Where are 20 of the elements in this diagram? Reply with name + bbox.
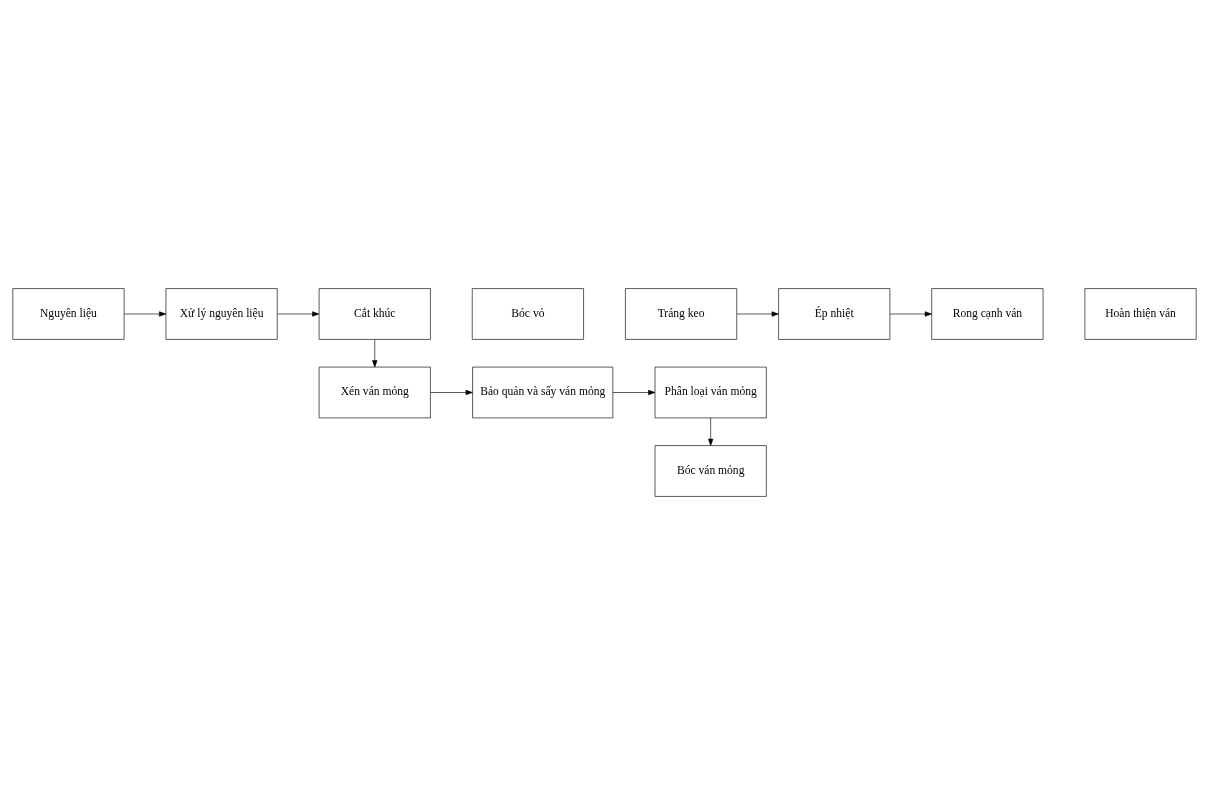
- arrow: [124, 311, 167, 317]
- node-box: Tráng keo: [625, 288, 738, 340]
- node-box: Xử lý nguyên liệu: [165, 288, 278, 340]
- node-box: Bảo quản và sấy ván mỏng: [472, 366, 614, 419]
- node-box: Hoàn thiện ván: [1084, 288, 1197, 340]
- node-box: Rong cạnh ván: [931, 288, 1044, 340]
- arrow: [708, 417, 714, 446]
- node-box: Ép nhiệt: [778, 288, 891, 340]
- arrow: [277, 311, 320, 317]
- node-box: Bóc ván mỏng: [654, 445, 767, 497]
- node-box: Xén ván mỏng: [318, 366, 431, 419]
- arrow: [612, 389, 656, 396]
- node-box: Cắt khúc: [318, 288, 431, 340]
- node-box: Bóc vỏ: [471, 288, 584, 340]
- arrow: [430, 389, 473, 396]
- node-box: Phân loại ván mỏng: [654, 366, 767, 419]
- node-box: Nguyên liệu: [12, 288, 125, 340]
- arrow: [889, 311, 932, 317]
- arrow: [372, 339, 378, 368]
- arrow: [736, 311, 779, 317]
